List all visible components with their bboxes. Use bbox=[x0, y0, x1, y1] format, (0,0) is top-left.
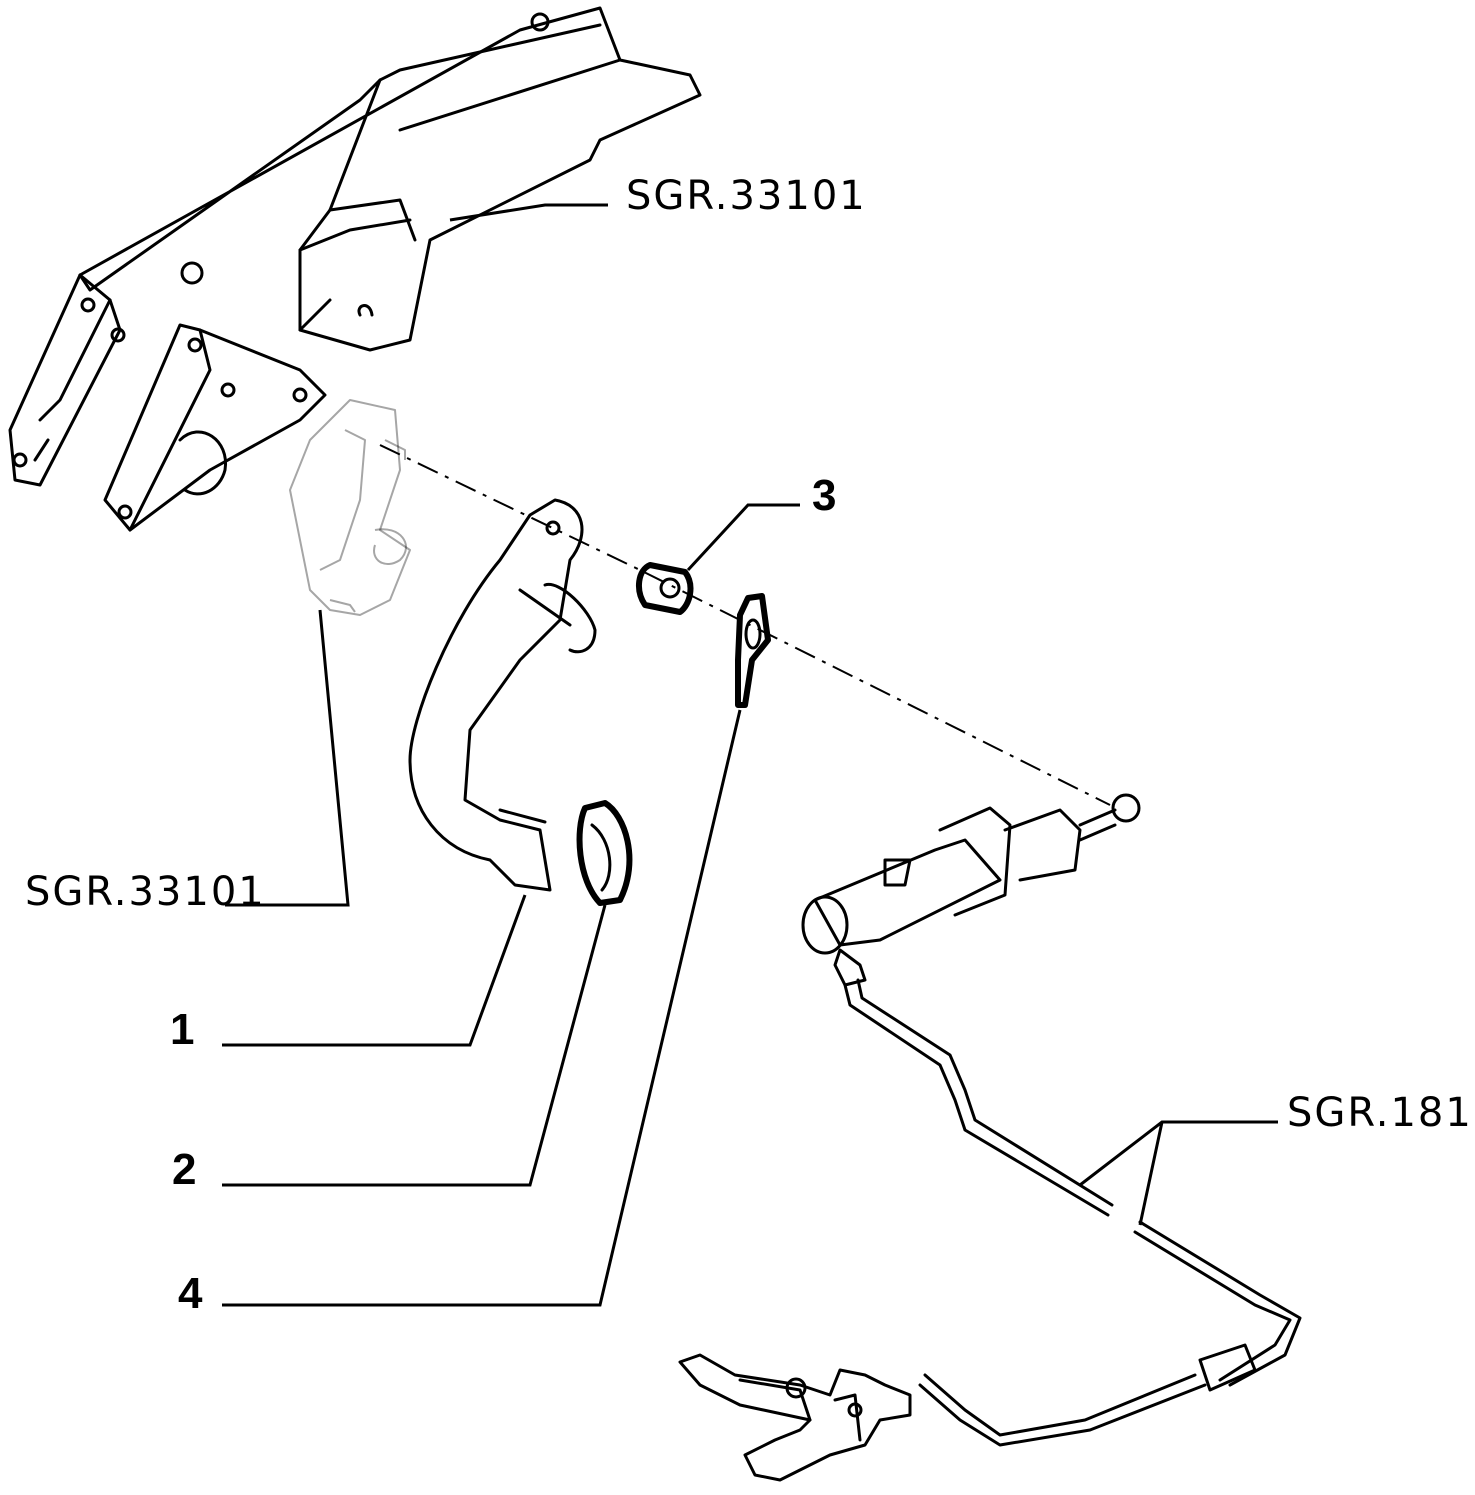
pivot-bush bbox=[636, 562, 694, 615]
clutch-master-cylinder bbox=[801, 793, 1141, 987]
item-number-3: 3 bbox=[812, 471, 837, 520]
pedal-rubber-pad bbox=[576, 800, 633, 906]
ref-label-support-top: SGR.33101 bbox=[626, 173, 867, 219]
clutch-pedal-arm bbox=[408, 498, 597, 892]
spring-clip bbox=[735, 593, 771, 708]
hydraulic-pipe bbox=[843, 978, 1302, 1447]
leader-lines bbox=[222, 203, 1278, 1307]
item-number-2: 2 bbox=[172, 1145, 197, 1194]
clutch-slave-cylinder bbox=[678, 1353, 912, 1482]
ref-label-mount-plate: SGR.33101 bbox=[25, 869, 266, 915]
item-number-1: 1 bbox=[170, 1005, 195, 1054]
assembly-axis-line bbox=[379, 444, 1111, 806]
pedal-mount-plate-ghost bbox=[289, 399, 411, 616]
pedal-support-bracket bbox=[8, 6, 702, 532]
item-number-4: 4 bbox=[178, 1269, 203, 1318]
ref-label-pipe: SGR.18103 bbox=[1287, 1090, 1475, 1136]
